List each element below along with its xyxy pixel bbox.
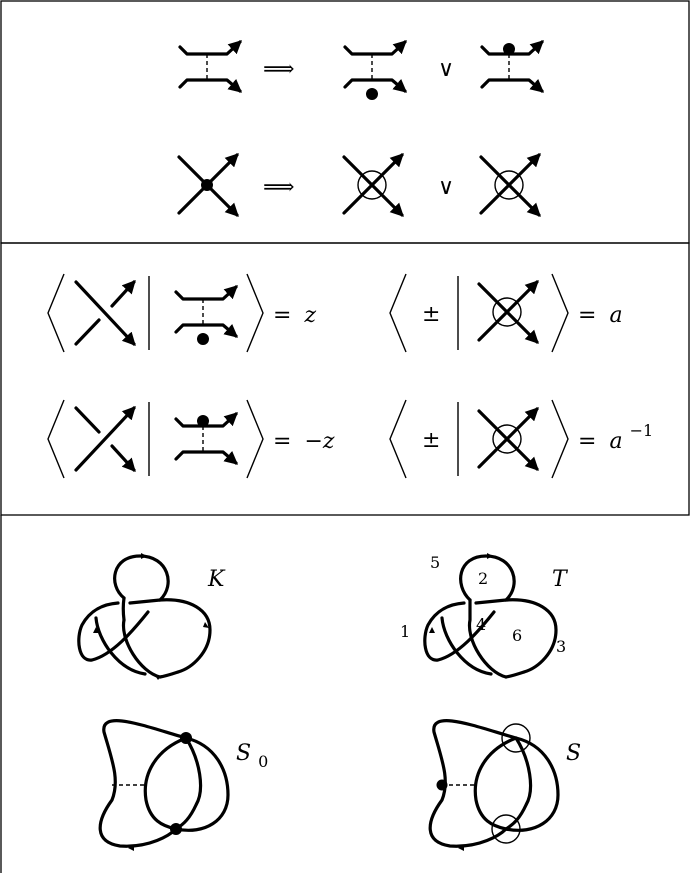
- bracket-pm-circle-neg: ±: [389, 399, 569, 479]
- region-3: 3: [556, 637, 566, 656]
- label-K: K: [207, 567, 226, 592]
- region-1: 1: [400, 622, 410, 641]
- rule-crossing-result-2: [481, 155, 539, 215]
- svg-text:= z: = z: [273, 303, 316, 328]
- knot-T: [423, 553, 558, 679]
- region-4: 4: [476, 615, 486, 634]
- equals-sign-2: =: [578, 303, 596, 328]
- diagram-S0: [98, 719, 230, 851]
- label-S: S: [566, 741, 581, 766]
- panel-top-frame: [0, 0, 690, 244]
- bracket-negative-crossing: [47, 399, 264, 479]
- svg-text:= a −1: = a −1: [578, 421, 653, 454]
- plus-minus-2: ±: [422, 428, 440, 453]
- plus-minus-1: ±: [422, 302, 440, 327]
- svg-text:= −z: = −z: [273, 429, 335, 454]
- equals-sign-3: =: [273, 429, 291, 454]
- rule-crossing-result-1: [344, 155, 402, 215]
- equals-sign-4: =: [578, 429, 596, 454]
- value-a: a: [609, 303, 622, 328]
- implies-symbol-2: ⟹: [263, 175, 295, 200]
- value-neg-z: −z: [304, 429, 334, 454]
- svg-text:S 0: S 0: [236, 741, 268, 771]
- rule-crossing-source: [179, 155, 237, 215]
- bracket-positive-crossing: [47, 273, 264, 353]
- value-a-inverse-exponent: −1: [630, 421, 654, 440]
- implies-symbol-1: ⟹: [263, 57, 295, 82]
- knot-K: [77, 553, 212, 680]
- value-z: z: [303, 303, 316, 328]
- rule-chord-result-lower: [345, 42, 405, 100]
- bracket-pm-circle-pos: ±: [389, 273, 569, 353]
- label-T: T: [552, 567, 569, 592]
- label-S0: S: [236, 741, 251, 766]
- svg-text:= a: = a: [578, 303, 623, 328]
- or-symbol-1: ∨: [438, 57, 454, 82]
- rule-chord-result-upper: [482, 42, 542, 91]
- label-S0-subscript: 0: [258, 752, 268, 771]
- equals-sign-1: =: [273, 303, 291, 328]
- diagram-S: [428, 719, 560, 851]
- panel-middle-frame: [0, 242, 690, 516]
- region-6: 6: [512, 626, 522, 645]
- value-a-inverse: a: [609, 429, 622, 454]
- region-2: 2: [478, 569, 488, 588]
- region-5: 5: [430, 553, 440, 572]
- or-symbol-2: ∨: [438, 175, 454, 200]
- rule-chord-source: [180, 42, 240, 91]
